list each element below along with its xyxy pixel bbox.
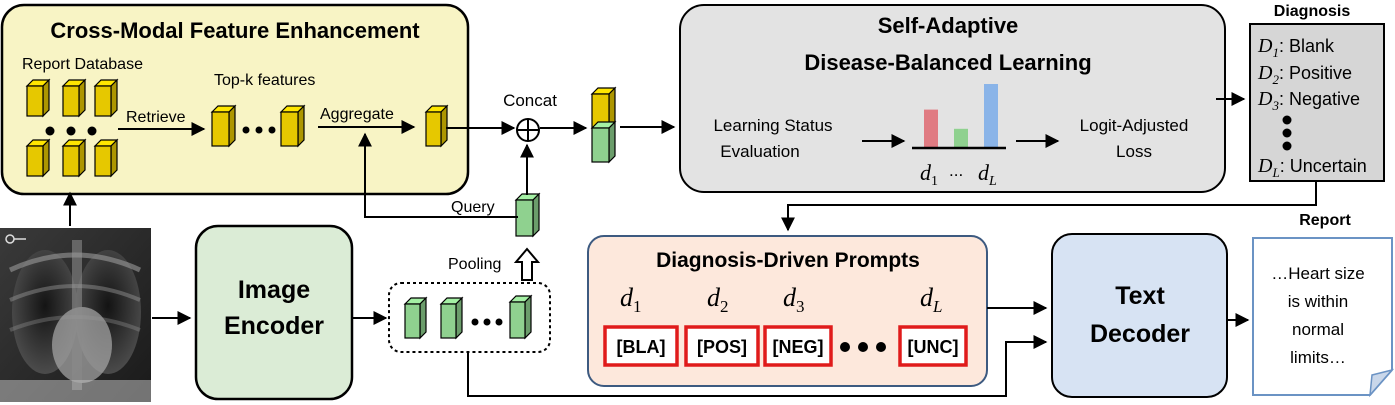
learning-status-line2: Evaluation <box>720 142 799 161</box>
report-page-icon <box>1252 237 1393 396</box>
query-cube <box>514 192 541 238</box>
svg-text:[UNC]: [UNC] <box>908 337 959 357</box>
database-ellipsis-icon <box>45 126 97 136</box>
diagnosis-item-2: D2: Positive <box>1257 62 1352 87</box>
prompts-title: Diagnosis-Driven Prompts <box>656 249 920 272</box>
patches-to-decoder-arrow <box>467 335 1048 397</box>
svg-text:[NEG]: [NEG] <box>773 337 824 357</box>
logit-loss-line1: Logit-Adjusted <box>1080 116 1189 135</box>
query-feature-cube <box>514 192 541 238</box>
text-decoder-line2: Decoder <box>1090 320 1190 348</box>
patch-cube-2 <box>439 296 464 340</box>
report-line-3: normal <box>1292 320 1344 339</box>
text-decoder-block: Text Decoder <box>1051 233 1228 398</box>
pooling-arrow-icon <box>513 247 541 281</box>
patch-features-group <box>388 282 551 353</box>
fused-green-cube <box>590 120 617 164</box>
image-encoder-line1: Image <box>238 276 310 304</box>
prompt-ellipsis-icon <box>840 342 886 352</box>
prompt-tokens: [BLA] [POS] [NEG] [UNC] <box>603 325 968 367</box>
patch-cube-last <box>508 294 533 340</box>
sadbl-title-line2: Disease-Balanced Learning <box>804 50 1091 75</box>
cross-modal-feature-enhancement-panel: Cross-Modal Feature Enhancement Report D… <box>0 3 470 196</box>
sadbl-panel: Self-Adaptive Disease-Balanced Learning … <box>679 4 1226 193</box>
diagnosis-to-prompts-arrow <box>781 182 1317 232</box>
prompt-token-1: [BLA] <box>603 325 679 367</box>
aggregate-label: Aggregate <box>320 106 394 123</box>
svg-text:[BLA]: [BLA] <box>617 337 666 357</box>
chest-xray-image <box>0 228 151 402</box>
query-label: Query <box>451 199 495 216</box>
text-decoder-line1: Text <box>1115 282 1165 310</box>
report-line-1: …Heart size <box>1271 264 1365 283</box>
database-cube <box>61 78 87 118</box>
patch-ellipsis-icon <box>471 318 503 326</box>
aggregated-cube <box>424 104 449 148</box>
topk-feature-cubes <box>210 104 306 148</box>
database-cube <box>25 78 51 118</box>
diagnosis-vertical-ellipsis-icon <box>1282 115 1292 151</box>
learning-status-bars <box>924 84 998 148</box>
diagnosis-item-4: DL: Uncertain <box>1257 155 1367 180</box>
topk-features-label: Top-k features <box>214 72 315 89</box>
topk-cube-last <box>279 104 306 148</box>
learning-status-line1: Learning Status <box>713 116 832 135</box>
prompt-d-label-1: d1 <box>620 283 642 316</box>
bar-axis-first: d1 <box>920 160 938 189</box>
concat-plus-icon <box>516 118 540 142</box>
patch-cube-1 <box>403 296 428 340</box>
status-bar-2 <box>954 128 968 148</box>
prompt-d-label-4: dL <box>920 283 942 316</box>
database-cube <box>61 138 87 178</box>
diagnosis-item-1: D1: Blank <box>1257 35 1335 60</box>
fused-feature-cubes <box>590 86 617 164</box>
diagnosis-item-3: D3: Negative <box>1257 88 1360 113</box>
database-cube <box>25 138 51 178</box>
bar-axis-ellipsis: ... <box>949 161 963 180</box>
report-title: Report <box>1299 212 1351 229</box>
topk-cube-first <box>210 104 237 148</box>
pooling-label: Pooling <box>448 256 501 273</box>
fused-yellow-cube <box>590 86 617 130</box>
svg-text:[POS]: [POS] <box>697 337 747 357</box>
report-panel: Report …Heart size is within normal limits… <box>1252 212 1395 398</box>
image-encoder-block: Image Encoder <box>194 224 354 401</box>
prompt-token-3: [NEG] <box>763 325 833 367</box>
patch-feature-cubes <box>403 294 533 340</box>
prompt-d-label-2: d2 <box>707 283 729 316</box>
concat-label: Concat <box>503 91 557 110</box>
status-bar-3 <box>984 84 998 148</box>
prompt-d-labels: d1 d2 d3 dL <box>620 283 942 316</box>
retrieve-label: Retrieve <box>126 109 186 126</box>
topk-ellipsis-icon <box>242 126 276 134</box>
aggregated-feature-cube <box>424 104 449 148</box>
report-database-cubes <box>25 78 119 178</box>
diagnosis-title: Diagnosis <box>1274 3 1351 20</box>
query-arrow <box>358 132 518 218</box>
prompt-token-2: [POS] <box>684 325 760 367</box>
report-database-label: Report Database <box>22 56 143 73</box>
prompt-token-4: [UNC] <box>898 325 968 367</box>
database-cube <box>93 78 119 118</box>
report-text: …Heart size is within normal limits… <box>1271 264 1365 367</box>
prompt-d-label-3: d3 <box>783 283 805 316</box>
sadbl-title-line1: Self-Adaptive <box>878 13 1019 38</box>
logit-loss-line2: Loss <box>1116 142 1152 161</box>
report-line-2: is within <box>1288 292 1348 311</box>
image-encoder-line2: Encoder <box>224 312 324 340</box>
cross-modal-title: Cross-Modal Feature Enhancement <box>50 18 420 43</box>
database-cube <box>93 138 119 178</box>
bar-axis-last: dL <box>978 160 997 189</box>
status-bar-1 <box>924 109 938 148</box>
report-line-4: limits… <box>1290 348 1346 367</box>
